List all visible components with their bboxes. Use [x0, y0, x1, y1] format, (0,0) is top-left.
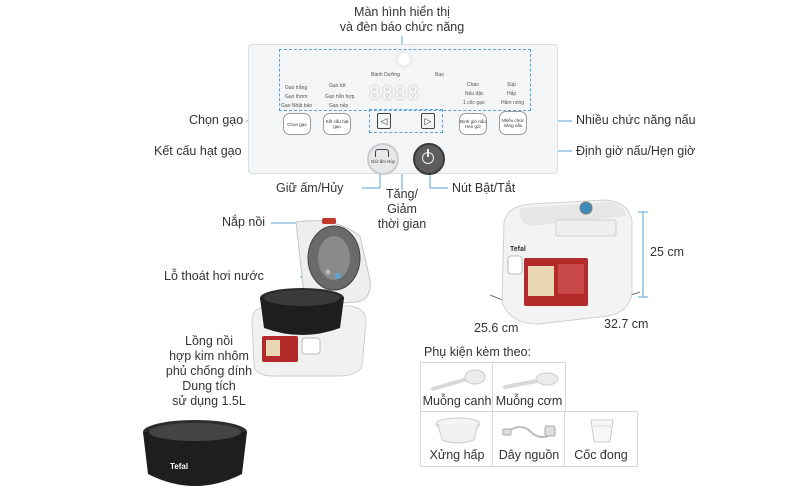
soup-ladle-icon: [431, 369, 486, 391]
power-cord-icon: [502, 425, 556, 438]
time-adjust-box: [369, 109, 443, 133]
display-callout-line1: Màn hình hiển thị: [354, 5, 450, 19]
multi-cook-callout: Nhiều chức năng nấu: [576, 113, 696, 127]
time-callout-line2: Giảm: [387, 202, 417, 216]
control-panel: Gạo trắng Gạo thơm Gạo Nhật bản Gạo lứt …: [248, 44, 558, 175]
inner-pot-callout-line1: Lồng nồi: [185, 334, 233, 348]
inner-pot-callout-line5: sử dụng 1.5L: [172, 394, 246, 408]
pot-icon: [375, 149, 389, 157]
panel-label: Gạo Nhật bản: [281, 103, 313, 109]
accessory-label: Dây nguồn: [498, 448, 560, 462]
rice-select-callout: Chọn gạo: [189, 113, 244, 127]
accessory-label: Muỗng canh: [422, 394, 492, 408]
inner-pot-callout-line2: hợp kim nhôm: [169, 349, 249, 363]
open-cooker-illustration: [251, 218, 371, 377]
inner-pot-callout-line4: Dung tích: [182, 379, 236, 393]
accessory-measuring-cup: Cốc đong: [564, 411, 638, 467]
accessory-rice-paddle: Muỗng cơm: [492, 362, 566, 413]
display-callout-line2: và đèn báo chức năng: [339, 20, 465, 34]
accessory-soup-ladle: Muỗng canh: [420, 362, 494, 413]
accessory-power-cord: Dây nguồn: [492, 411, 566, 467]
grain-texture-button[interactable]: Kết cấu hạt gạo: [323, 113, 351, 135]
panel-label: Hâm nóng: [501, 100, 525, 106]
keep-warm-label: Giữ ấm Hủy: [370, 159, 396, 164]
multi-cook-button[interactable]: Nhiều chức năng nấu: [499, 111, 527, 135]
grain-texture-callout: Kết cấu hạt gạo: [154, 144, 242, 158]
cooker-brand: Tefal: [510, 246, 526, 253]
display-highlight-box: [279, 49, 531, 111]
steamer-basket-icon: [435, 417, 481, 444]
panel-label: Gạo lứt: [329, 83, 346, 89]
timer-button[interactable]: Định giờ nấu Hẹn giờ: [459, 113, 487, 135]
keep-warm-button[interactable]: Giữ ấm Hủy: [367, 143, 399, 175]
power-button[interactable]: [413, 143, 445, 175]
closed-cooker-illustration: [501, 199, 633, 325]
increase-time-button[interactable]: ▷: [421, 113, 435, 129]
panel-label: Gạo trắng: [285, 85, 308, 91]
power-led-icon: [398, 53, 410, 65]
panel-label: Cháo: [467, 82, 479, 88]
decrease-time-button[interactable]: ◁: [377, 113, 391, 129]
rice-select-button[interactable]: Chọn gạo: [283, 113, 311, 135]
accessory-label: Muỗng cơm: [495, 394, 563, 408]
panel-label: Súp: [507, 82, 516, 88]
accessory-label: Cốc đong: [574, 448, 628, 462]
digital-display: 8888: [369, 83, 421, 104]
lid-callout: Nắp nồi: [222, 215, 266, 229]
inner-pot-callout-line3: phủ chống dính: [165, 364, 253, 378]
measuring-cup-icon: [590, 419, 614, 443]
accessories-title: Phụ kiện kèm theo:: [424, 345, 532, 359]
panel-label: Nấu đặc: [465, 91, 484, 97]
height-dimension: 25 cm: [650, 245, 685, 259]
panel-label: 1 cốc gạo: [463, 100, 485, 106]
inner-pot-illustration: [143, 420, 247, 486]
panel-label: Gạo thơm: [285, 94, 308, 100]
inner-pot-brand: Tefal: [170, 462, 189, 471]
panel-label: Hấp: [507, 91, 517, 97]
panel-label: Bao: [435, 72, 444, 78]
accessory-label: Xửng hấp: [429, 448, 485, 462]
timer-callout: Định giờ nấu/Hẹn giờ: [576, 144, 696, 158]
depth-dimension: 32.7 cm: [604, 317, 649, 331]
time-callout-line1: Tăng/: [386, 187, 418, 201]
accessory-steamer: Xửng hấp: [420, 411, 494, 467]
keep-warm-callout: Giữ ấm/Hủy: [276, 181, 344, 195]
panel-label: Bánh Dưỡng: [371, 72, 400, 78]
rice-paddle-icon: [503, 372, 559, 389]
panel-label: Gạo hỗn hợp: [325, 94, 355, 100]
power-callout: Nút Bật/Tắt: [452, 181, 516, 195]
panel-label: Gạo nếp: [329, 103, 349, 109]
time-callout-line3: thời gian: [377, 217, 427, 231]
steam-vent-callout: Lỗ thoát hơi nước: [164, 269, 264, 283]
width-dimension: 25.6 cm: [474, 321, 519, 335]
